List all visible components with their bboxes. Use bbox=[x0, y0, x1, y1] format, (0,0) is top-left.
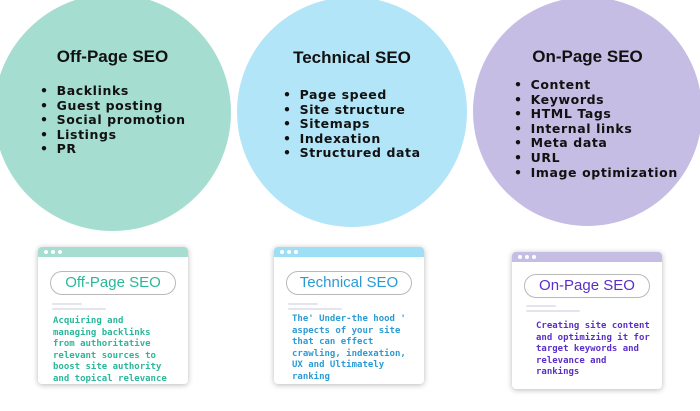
placeholder-line bbox=[52, 303, 82, 305]
list-item: Sitemaps bbox=[283, 117, 421, 132]
list-item: Image optimization bbox=[514, 165, 678, 181]
technical-card: Technical SEO The' Under-the hood ' aspe… bbox=[274, 247, 424, 384]
window-dot-icon bbox=[287, 250, 291, 254]
list-item: Social promotion bbox=[40, 113, 186, 128]
offpage-list: Backlinks Guest posting Social promotion… bbox=[40, 83, 186, 157]
list-item: Meta data bbox=[514, 136, 678, 151]
window-dot-icon bbox=[518, 255, 522, 259]
list-item: Keywords bbox=[514, 92, 678, 108]
offpage-circle: Off-Page SEO Backlinks Guest posting Soc… bbox=[0, 0, 231, 231]
window-title-bar bbox=[274, 247, 424, 257]
technical-card-title: Technical SEO bbox=[286, 271, 412, 295]
window-dot-icon bbox=[532, 255, 536, 259]
list-item: Indexation bbox=[283, 131, 421, 147]
list-item: Page speed bbox=[283, 87, 421, 103]
window-dot-icon bbox=[44, 250, 48, 254]
onpage-circle-title: On-Page SEO bbox=[532, 47, 643, 66]
offpage-card-title: Off-Page SEO bbox=[50, 271, 176, 295]
list-item: Listings bbox=[40, 127, 186, 143]
placeholder-line bbox=[526, 310, 580, 312]
list-item: URL bbox=[514, 150, 678, 166]
technical-circle-title: Technical SEO bbox=[293, 48, 411, 67]
placeholder-line bbox=[288, 308, 342, 310]
window-dot-icon bbox=[525, 255, 529, 259]
technical-card-description: The' Under-the hood ' aspects of your si… bbox=[292, 314, 406, 382]
onpage-circle: On-Page SEO Content Keywords HTML Tags I… bbox=[473, 0, 700, 226]
offpage-card: Off-Page SEO Acquiring and managing back… bbox=[38, 247, 188, 384]
placeholder-line bbox=[52, 308, 106, 310]
window-dot-icon bbox=[58, 250, 62, 254]
window-dot-icon bbox=[294, 250, 298, 254]
onpage-list: Content Keywords HTML Tags Internal link… bbox=[514, 77, 678, 181]
offpage-circle-title: Off-Page SEO bbox=[56, 47, 169, 66]
window-dot-icon bbox=[51, 250, 55, 254]
list-item: Backlinks bbox=[40, 83, 186, 99]
onpage-card-title: On-Page SEO bbox=[524, 274, 650, 298]
list-item: Internal links bbox=[514, 121, 678, 137]
window-title-bar bbox=[512, 252, 662, 262]
list-item: HTML Tags bbox=[514, 107, 678, 122]
list-item: PR bbox=[40, 142, 186, 157]
list-item: Site structure bbox=[283, 102, 421, 118]
offpage-card-description: Acquiring and managing backlinks from au… bbox=[53, 316, 167, 384]
technical-list: Page speed Site structure Sitemaps Index… bbox=[283, 87, 421, 161]
placeholder-line bbox=[288, 303, 318, 305]
window-title-bar bbox=[38, 247, 188, 257]
list-item: Content bbox=[514, 77, 678, 93]
onpage-card: On-Page SEO Creating site content and op… bbox=[512, 252, 662, 389]
technical-circle: Technical SEO Page speed Site structure … bbox=[237, 0, 467, 227]
list-item: Guest posting bbox=[40, 98, 186, 114]
onpage-card-description: Creating site content and optimizing it … bbox=[536, 321, 650, 377]
list-item: Structured data bbox=[283, 146, 421, 161]
placeholder-line bbox=[526, 305, 556, 307]
window-dot-icon bbox=[280, 250, 284, 254]
